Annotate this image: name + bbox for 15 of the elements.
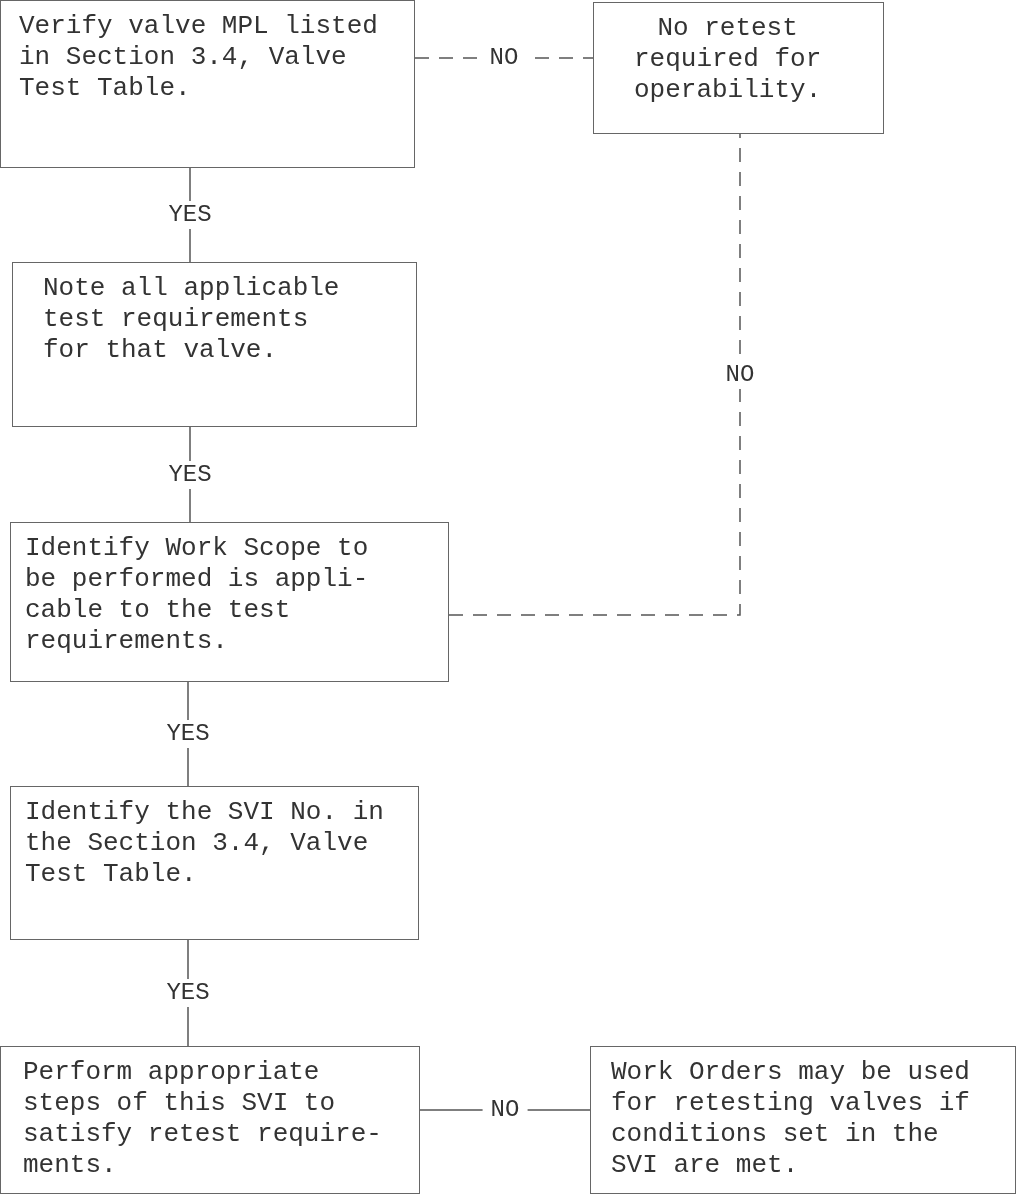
process-box — [0, 1046, 420, 1194]
process-box — [0, 0, 415, 168]
box-text: Verify valve MPL listed in Section 3.4, Valve Test Table. — [19, 11, 379, 104]
process-box — [12, 262, 417, 427]
box-text: Perform appropriate steps of this SVI to satisfy retest require- ments. — [23, 1057, 383, 1181]
process-box — [593, 2, 884, 134]
process-box — [10, 786, 419, 940]
box-text: No retest required for operability. — [634, 13, 822, 106]
process-box — [590, 1046, 1016, 1194]
process-box — [10, 522, 449, 682]
box-text: Identify Work Scope to be performed is appli- cable to the test requirements. — [25, 533, 370, 657]
box-text: Work Orders may be used for retesting valves if conditions set in the SVI are met. — [611, 1057, 971, 1181]
box-text: Identify the SVI No. in the Section 3.4, Valve Test Table. — [25, 797, 385, 890]
box-text: Note all applicable test requirements for that valve. — [43, 273, 341, 366]
connector-line — [448, 133, 741, 616]
